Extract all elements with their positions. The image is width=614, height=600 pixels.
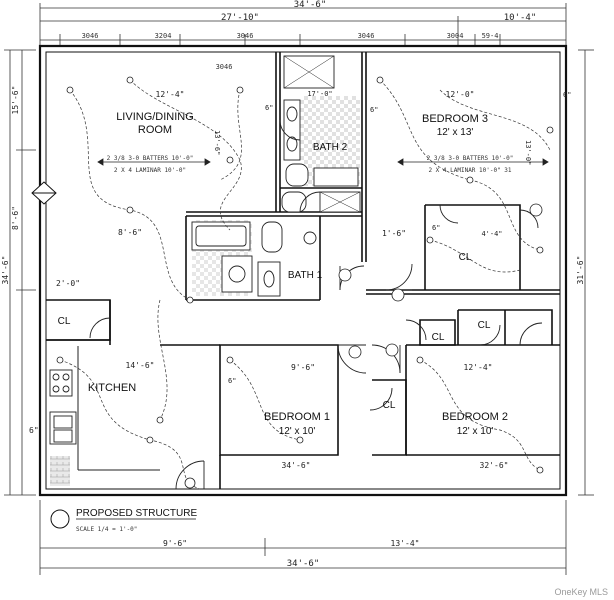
dim-hall-depth: 1'-6" [382, 229, 406, 238]
dim-closet-width: 2'-0" [56, 279, 80, 288]
room-label-living-2: ROOM [138, 124, 172, 136]
entry-marker [31, 181, 57, 205]
beam-note: 2 X 4 LAMINAR 10'-0" [114, 167, 186, 174]
beam-note: 2 X 4 LAMINAR 10'-0" 31 [428, 167, 511, 174]
bottom-dimension-lines [39, 500, 567, 575]
closet-label: CL [58, 316, 71, 327]
dim-hall-width: 8'-6" [118, 228, 142, 237]
dim-bed2-width: 12'-4" [464, 363, 493, 372]
dim-bed1-width: 9'-6" [291, 363, 315, 372]
room-label-bedroom1: BEDROOM 1 [264, 411, 330, 423]
left-dim-overall: 34'-6" [1, 256, 10, 285]
bottom-dim-overall: 34'-6" [287, 559, 320, 569]
watermark: OneKey MLS [554, 587, 608, 597]
left-dim-bottom: 6" [29, 426, 39, 435]
dim-six: 6" [370, 106, 378, 114]
title-block-title: PROPOSED STRUCTURE [76, 508, 197, 519]
exterior-walls [38, 44, 568, 497]
left-dim-mid: 8'-6" [11, 206, 20, 230]
room-label-bath1: BATH 1 [288, 270, 323, 281]
side-dimension-lines [4, 49, 594, 496]
dim-bath2-width: 17'-0" [307, 90, 332, 98]
closet-label: CL [478, 320, 491, 331]
room-size-bedroom1: 12' x 10' [279, 426, 316, 437]
right-dim: 31'-6" [576, 256, 585, 285]
fixtures [49, 55, 361, 471]
bottom-dim-right: 13'-4" [391, 539, 420, 548]
room-label-bedroom3: BEDROOM 3 [422, 113, 488, 125]
dim-living-width: 12'-4" [156, 90, 185, 99]
dim-six: 6" [432, 224, 440, 232]
beam-note: 2 3/8 3-0 BATTERS 10'-0" [427, 155, 514, 162]
kitchen-tile [50, 456, 70, 486]
dim-six: 6" [265, 104, 273, 112]
dim-living-height: 13'-6" [213, 130, 221, 155]
window-code: 3046 [82, 32, 99, 40]
top-dimension-lines [39, 3, 567, 50]
interior-walls [46, 52, 560, 489]
beam-note: 2 3/8 3-0 BATTERS 10'-0" [107, 155, 194, 162]
closet-label: CL [459, 252, 472, 263]
room-label-bedroom2: BEDROOM 2 [442, 411, 508, 423]
dim-bed2-bottom: 32'-6" [480, 461, 509, 470]
window-code: 3046 [216, 63, 233, 71]
top-dim-overall: 34'-6" [294, 0, 327, 10]
title-block-circle [50, 509, 70, 529]
dim-bed1-bottom: 34'-6" [282, 461, 311, 470]
room-size-bedroom3: 12' x 13' [437, 127, 474, 138]
room-label-bath2: BATH 2 [313, 142, 348, 153]
dim-bed3-width: 12'-0" [446, 90, 475, 99]
dim-kitchen-six: 6" [228, 377, 236, 385]
door-swings [89, 119, 543, 490]
closet-label: CL [432, 332, 445, 343]
dim-kitchen-width: 14'-6" [126, 361, 155, 370]
room-size-bedroom2: 12' x 10' [457, 426, 494, 437]
window-code: 3004 [447, 32, 464, 40]
dim-closet-depth: 4'-4" [481, 230, 502, 238]
left-dim-top: 15'-6" [11, 86, 20, 115]
window-code: 59-4 [482, 32, 499, 40]
dim-bed3-height: 13'-0" [524, 140, 532, 165]
beam-note-lines [97, 158, 549, 166]
room-label-kitchen: KITCHEN [88, 382, 136, 394]
window-code: 3046 [358, 32, 375, 40]
electrical-outlets [56, 76, 554, 489]
closet-label: CL [383, 400, 396, 411]
dim-six: 6" [563, 91, 571, 99]
top-dim-left: 27'-10" [221, 13, 259, 23]
bottom-dim-left: 9'-6" [163, 539, 187, 548]
top-dim-right: 10'-4" [504, 13, 537, 23]
window-code: 3046 [237, 32, 254, 40]
window-code: 3204 [155, 32, 172, 40]
room-label-living: LIVING/DINING [116, 111, 194, 123]
title-block-scale: SCALE 1/4 = 1'-0" [76, 526, 137, 533]
